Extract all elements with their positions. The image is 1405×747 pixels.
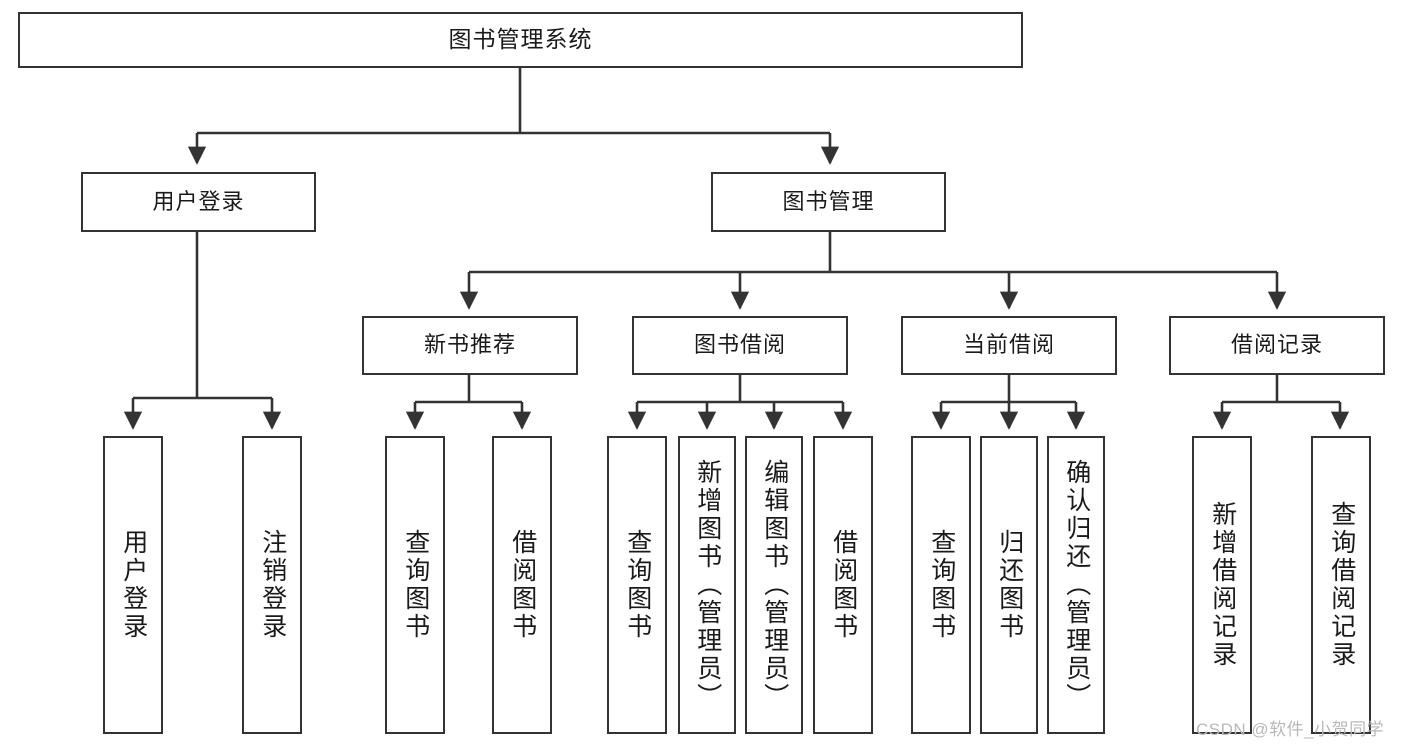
node-label: 用户登录 <box>152 188 245 214</box>
leaf-add-borrow-record[interactable]: 新增借阅记录 <box>1192 436 1252 734</box>
node-label: 图书管理 <box>782 188 875 214</box>
node-label: 新增借阅记录 <box>1208 501 1237 669</box>
leaf-return-book[interactable]: 归还图书 <box>980 436 1038 734</box>
leaf-query-book-recommend[interactable]: 查询图书 <box>385 436 445 734</box>
node-user-login[interactable]: 用户登录 <box>81 172 316 232</box>
node-label: 新增图书（管理员） <box>693 459 722 711</box>
leaf-query-book-current[interactable]: 查询图书 <box>911 436 971 734</box>
node-book-borrow[interactable]: 图书借阅 <box>632 316 848 375</box>
node-label: 图书借阅 <box>693 332 786 358</box>
node-label: 借阅记录 <box>1230 332 1323 358</box>
leaf-logout[interactable]: 注销登录 <box>242 436 302 734</box>
leaf-borrow-book-recommend[interactable]: 借阅图书 <box>492 436 552 734</box>
leaf-add-book-admin[interactable]: 新增图书（管理员） <box>678 436 736 734</box>
node-label: 编辑图书（管理员） <box>760 459 789 711</box>
node-book-management[interactable]: 图书管理 <box>711 172 946 232</box>
node-label: 归还图书 <box>995 529 1024 641</box>
leaf-borrow-book[interactable]: 借阅图书 <box>813 436 873 734</box>
node-label: 查询图书 <box>401 529 430 641</box>
node-label: 注销登录 <box>258 529 287 641</box>
node-label: 图书管理系统 <box>448 26 593 53</box>
node-label: 确认归还（管理员） <box>1062 459 1091 711</box>
node-label: 用户登录 <box>119 529 148 641</box>
node-label: 查询图书 <box>623 529 652 641</box>
leaf-edit-book-admin[interactable]: 编辑图书（管理员） <box>745 436 803 734</box>
node-label: 借阅图书 <box>508 529 537 641</box>
leaf-confirm-return-admin[interactable]: 确认归还（管理员） <box>1047 436 1105 734</box>
node-root[interactable]: 图书管理系统 <box>18 12 1023 68</box>
node-borrow-record[interactable]: 借阅记录 <box>1169 316 1385 375</box>
node-label: 查询图书 <box>927 529 956 641</box>
node-current-borrow[interactable]: 当前借阅 <box>901 316 1117 375</box>
leaf-user-login[interactable]: 用户登录 <box>103 436 163 734</box>
node-new-book-recommend[interactable]: 新书推荐 <box>362 316 578 375</box>
node-label: 查询借阅记录 <box>1327 501 1356 669</box>
leaf-query-borrow-record[interactable]: 查询借阅记录 <box>1311 436 1371 734</box>
watermark-text: CSDN @软件_小贺同学 <box>1196 720 1385 739</box>
leaf-query-book-borrow[interactable]: 查询图书 <box>607 436 667 734</box>
node-label: 新书推荐 <box>423 332 516 358</box>
node-label: 借阅图书 <box>829 529 858 641</box>
node-label: 当前借阅 <box>962 332 1055 358</box>
